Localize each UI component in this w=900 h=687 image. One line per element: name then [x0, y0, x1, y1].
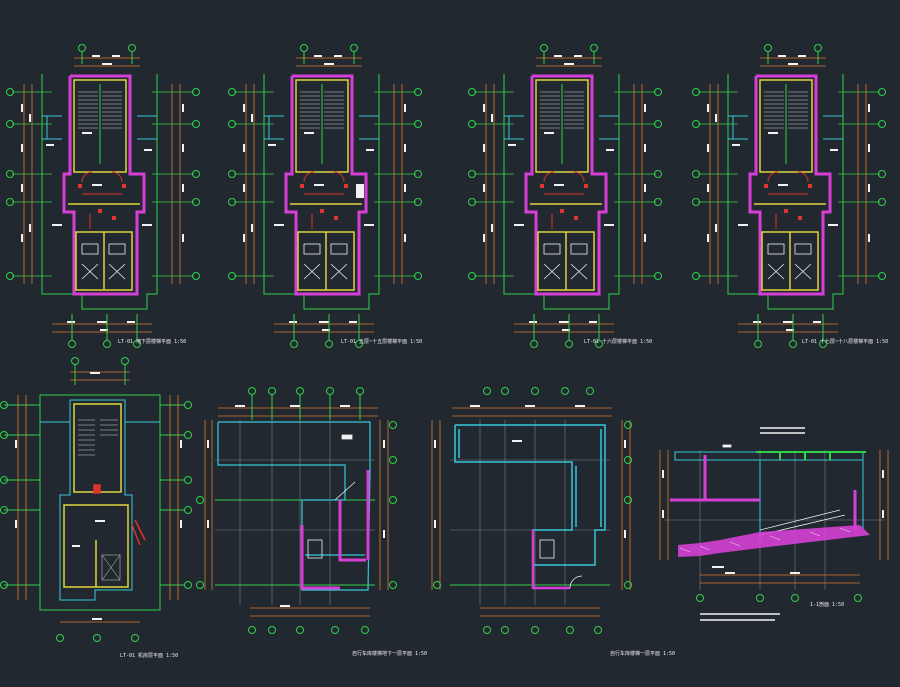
- caption-plan-1: LT-01 地下层楼梯平面 1:50: [118, 338, 186, 345]
- stair-plan-5: [0, 357, 192, 642]
- section-1-1: [659, 427, 889, 621]
- caption-plan-7: 自行车库楼梯一层平面 1:50: [610, 650, 675, 657]
- caption-plan-6: 自行车库楼梯地下一层平面 1:50: [352, 650, 427, 657]
- caption-plan-5: LT-01 机房层平面 1:50: [120, 652, 178, 659]
- caption-section-1: 1-1剖面 1:50: [810, 601, 844, 608]
- caption-plan-4: LT-01 十七层~十八层楼梯平面 1:50: [802, 338, 888, 345]
- caption-plan-3: LT-01 十六层楼梯平面 1:50: [584, 338, 652, 345]
- stair-plan-2: [227, 43, 423, 349]
- caption-plan-2: LT-01 五层~十五层楼梯平面 1:50: [341, 338, 422, 345]
- garage-plan-basement: [196, 387, 397, 634]
- garage-plan-ground: [431, 387, 632, 634]
